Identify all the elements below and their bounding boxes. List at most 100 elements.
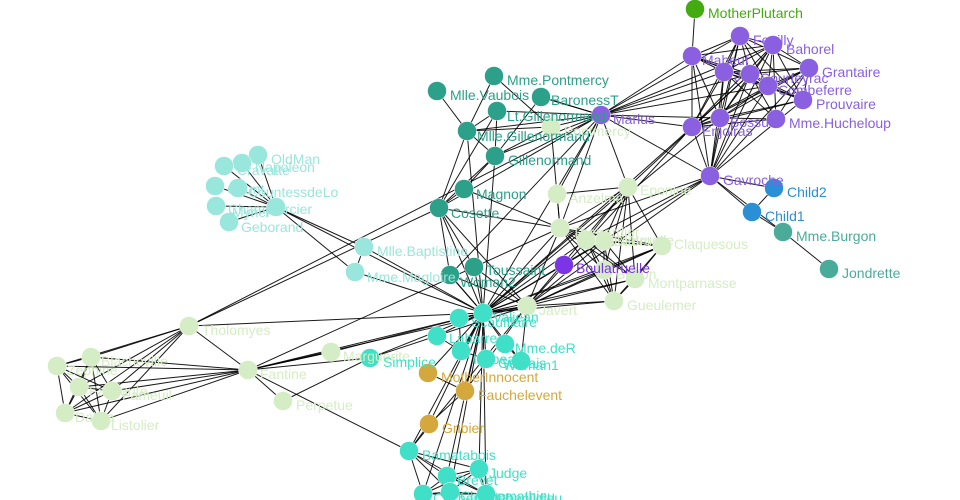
edge-perpetue-simplice (282, 357, 371, 402)
node-thenardier[interactable] (550, 218, 570, 238)
node-labarre[interactable] (427, 326, 447, 346)
node-anzelma[interactable] (547, 184, 567, 204)
node-label-cosette: Cosette (451, 205, 499, 221)
node-countessdelo[interactable] (228, 178, 248, 198)
edge-mllebaptistine-valjean (363, 246, 484, 314)
node-ltgillenormand[interactable] (487, 101, 507, 121)
node-valjean[interactable] (473, 303, 493, 323)
node-gavroche[interactable] (700, 166, 720, 186)
node-zephine[interactable] (47, 356, 67, 376)
node-label-child2: Child2 (787, 184, 827, 200)
node-gillenormand[interactable] (485, 146, 505, 166)
node-label-claquesous: Claquesous (674, 236, 748, 252)
node-motherplutarch[interactable] (685, 0, 705, 19)
node-mabeuf[interactable] (682, 46, 702, 66)
node-label-gillenormand: Gillenormand (508, 152, 591, 168)
node-gribier[interactable] (419, 414, 439, 434)
node-favourite[interactable] (69, 377, 89, 397)
node-label-zephine: Zephine (67, 362, 118, 378)
node-label-myriel: Myriel (232, 204, 269, 220)
node-perpetue[interactable] (273, 391, 293, 411)
edge-anzelma-eponine (556, 186, 629, 195)
node-label-marguerite: Marguerite (343, 348, 410, 364)
edge-valjean-champmathieu (449, 312, 484, 493)
node-baronesst[interactable] (531, 87, 551, 107)
node-mmemagloire[interactable] (345, 262, 365, 282)
node-prouvaire[interactable] (793, 90, 813, 110)
node-mmepontmercy[interactable] (484, 66, 504, 86)
node-mllebaptistine[interactable] (354, 237, 374, 257)
node-cochepaille[interactable] (413, 484, 433, 500)
node-enjolras[interactable] (682, 117, 702, 137)
node-grantaire[interactable] (799, 58, 819, 78)
node-mmeder[interactable] (495, 334, 515, 354)
node-champmathieu[interactable] (440, 482, 460, 500)
node-count[interactable] (205, 176, 225, 196)
edge-tholomyes-fameuil (111, 325, 190, 392)
node-combeferre[interactable] (758, 76, 778, 96)
node-courfeyrac[interactable] (740, 64, 760, 84)
node-label-bamatabois: Bamatabois (422, 447, 496, 463)
node-dahlia[interactable] (55, 403, 75, 423)
edge-fantine-simplice (247, 357, 371, 371)
node-label-feuilly: Feuilly (753, 32, 793, 48)
node-champtercier[interactable] (206, 196, 226, 216)
node-label-mmemagloire: Mme.Magloire (367, 269, 456, 285)
node-mmehucheloup[interactable] (766, 109, 786, 129)
node-chenildieu[interactable] (476, 484, 496, 500)
node-label-mabeuf: Mabeuf (702, 52, 749, 68)
node-label-mmehucheloup: Mme.Hucheloup (789, 115, 891, 131)
node-marguerite[interactable] (321, 342, 341, 362)
node-woman1[interactable] (511, 351, 531, 371)
node-tholomyes[interactable] (179, 316, 199, 336)
node-pontmercy[interactable] (541, 117, 561, 137)
node-motherinnocent[interactable] (418, 363, 438, 383)
node-javert[interactable] (517, 296, 537, 316)
node-jondrette[interactable] (819, 259, 839, 279)
node-label-bahorel: Bahorel (786, 41, 834, 57)
node-mllevaubois[interactable] (427, 81, 447, 101)
node-marius[interactable] (591, 105, 611, 125)
node-claquesous[interactable] (652, 236, 672, 256)
node-child1[interactable] (742, 202, 762, 222)
node-simplice[interactable] (360, 348, 380, 368)
node-child2[interactable] (764, 178, 784, 198)
node-brevet[interactable] (437, 466, 457, 486)
node-gueulemer[interactable] (604, 291, 624, 311)
node-mllegillenormand[interactable] (457, 121, 477, 141)
node-bamatabois[interactable] (399, 441, 419, 461)
node-gervais[interactable] (476, 349, 496, 369)
node-myriel[interactable] (266, 197, 286, 217)
node-fantine[interactable] (238, 360, 258, 380)
node-fauchelevent[interactable] (455, 381, 475, 401)
edge-eponine-boulatruelle (585, 186, 629, 241)
node-cosette[interactable] (429, 198, 449, 218)
edge-valjean-fantine (247, 312, 484, 371)
node-bahorel[interactable] (763, 35, 783, 55)
node-judge[interactable] (469, 459, 489, 479)
node-geborand[interactable] (219, 212, 239, 232)
node-isabeau[interactable] (451, 341, 471, 361)
node-fameuil[interactable] (102, 381, 122, 401)
node-cravatte[interactable] (214, 156, 234, 176)
node-blacheville[interactable] (81, 347, 101, 367)
node-magnon[interactable] (454, 179, 474, 199)
node-brujon[interactable] (594, 260, 614, 280)
node-joly[interactable] (714, 62, 734, 82)
node-oldman[interactable] (248, 145, 268, 165)
node-feuilly[interactable] (730, 26, 750, 46)
node-baronesstlabel[interactable] (554, 255, 574, 275)
node-toussaint[interactable] (464, 257, 484, 277)
node-listolier[interactable] (91, 411, 111, 431)
node-label-gribier: Gribier (442, 420, 484, 436)
node-label-countessdelo: CountessdeLo (248, 184, 339, 200)
node-mmeburgon[interactable] (773, 222, 793, 242)
node-scaufflaire[interactable] (449, 308, 469, 328)
edge-valjean-gribier (428, 312, 484, 425)
node-boulatruelle[interactable] (576, 230, 596, 250)
node-eponine[interactable] (618, 177, 638, 197)
node-bossuet[interactable] (710, 108, 730, 128)
node-montparnasse[interactable] (625, 269, 645, 289)
node-woman2[interactable] (440, 265, 460, 285)
node-label-enjolras: Enjolras (702, 123, 753, 139)
